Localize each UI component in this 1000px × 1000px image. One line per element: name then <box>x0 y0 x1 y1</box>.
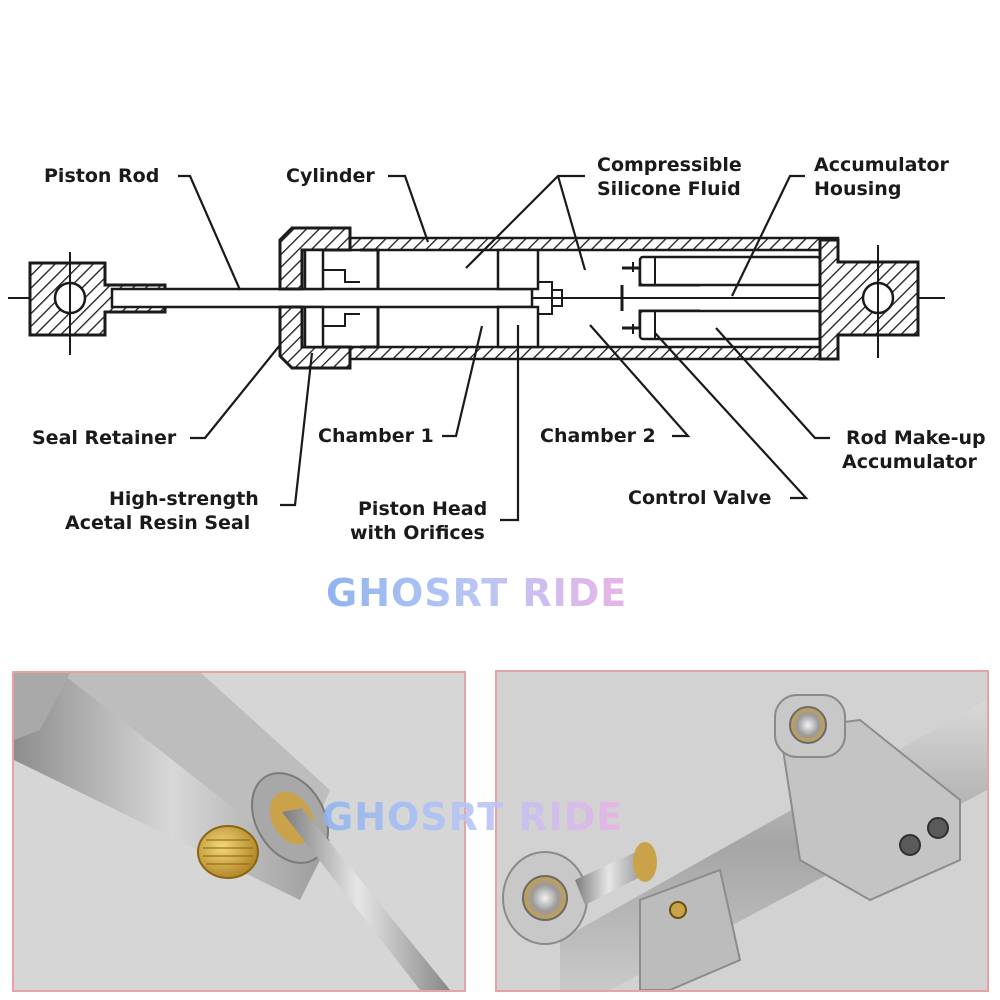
mounting-clamp <box>778 718 961 902</box>
label-seal-retainer: Seal Retainer <box>32 427 177 449</box>
photo-right <box>495 670 989 992</box>
cylinder-top-wall <box>348 236 840 252</box>
bottom-rod-end-bearing <box>522 875 568 921</box>
leader-rod-makeup <box>715 327 830 440</box>
seal-retainer-cap <box>278 226 352 291</box>
seal-detail-upper <box>323 269 360 283</box>
label-high-strength: High-strength <box>109 488 259 510</box>
lower-clamp-block <box>639 868 742 990</box>
leader-chamber-1 <box>442 325 484 438</box>
label-piston-rod: Piston Rod <box>44 165 159 187</box>
seal-lower <box>303 305 325 349</box>
label-housing: Housing <box>814 178 901 200</box>
leader-control-valve <box>654 332 809 500</box>
leader-accumulator-housing <box>731 174 805 297</box>
leader-lines <box>178 174 830 522</box>
label-compressible: Compressible <box>597 154 742 176</box>
label-cylinder: Cylinder <box>286 165 375 187</box>
label-piston-head: Piston Head <box>358 498 487 520</box>
clamp-bolt-2 <box>927 817 949 839</box>
accumulator-housing-lower <box>638 309 822 341</box>
label-with-orifices: with Orifices <box>350 522 485 544</box>
leader-compressible-b <box>556 175 587 271</box>
piston-head-upper <box>496 248 540 291</box>
label-chamber-1: Chamber 1 <box>318 425 434 447</box>
leader-chamber-2 <box>589 324 691 438</box>
seal-upper <box>303 248 325 291</box>
piston-rod-photo-left <box>282 808 450 990</box>
piston-rod-shape <box>110 287 534 309</box>
leader-piston-head <box>500 325 520 522</box>
piston-rod-photo-right <box>575 850 650 905</box>
adjuster-knob <box>197 825 259 879</box>
leader-cylinder <box>388 174 430 243</box>
label-control-valve: Control Valve <box>628 487 771 509</box>
label-rod-makeup-accumulator: Accumulator <box>842 451 978 473</box>
photo-left <box>12 671 466 992</box>
label-silicone-fluid: Silicone Fluid <box>597 178 741 200</box>
leader-piston-rod <box>178 174 242 291</box>
diagram-labels: Piston Rod Cylinder Compressible Silicon… <box>32 154 986 544</box>
lower-fitting <box>669 901 687 919</box>
label-acetal-resin-seal: Acetal Resin Seal <box>65 512 250 534</box>
leader-seal-retainer <box>190 344 281 440</box>
watermark-top: GHOSRT RIDE <box>326 571 627 615</box>
damper-bracket-left <box>14 673 70 740</box>
clamp-bolt-1 <box>899 834 921 856</box>
watermark-photos: GHOSRT RIDE <box>322 795 623 839</box>
leader-acetal-seal <box>280 352 314 507</box>
piston-nut-tip <box>552 289 563 307</box>
damper-cross-section <box>8 226 945 370</box>
piston-nut <box>538 281 553 315</box>
seal-detail-lower <box>323 313 360 327</box>
guide-bushing-lower <box>360 307 380 349</box>
label-chamber-2: Chamber 2 <box>540 425 656 447</box>
cylinder-bottom-wall <box>348 345 840 361</box>
left-rod-end <box>28 261 167 337</box>
rod-bushing <box>633 842 657 882</box>
label-rod-makeup: Rod Make-up <box>846 427 986 449</box>
top-rod-end-bearing <box>789 706 827 744</box>
seal-retainer-cap-lower <box>278 305 352 370</box>
accumulator-housing-upper <box>638 255 822 287</box>
guide-bushing-upper <box>360 248 380 289</box>
label-accumulator: Accumulator <box>814 154 950 176</box>
